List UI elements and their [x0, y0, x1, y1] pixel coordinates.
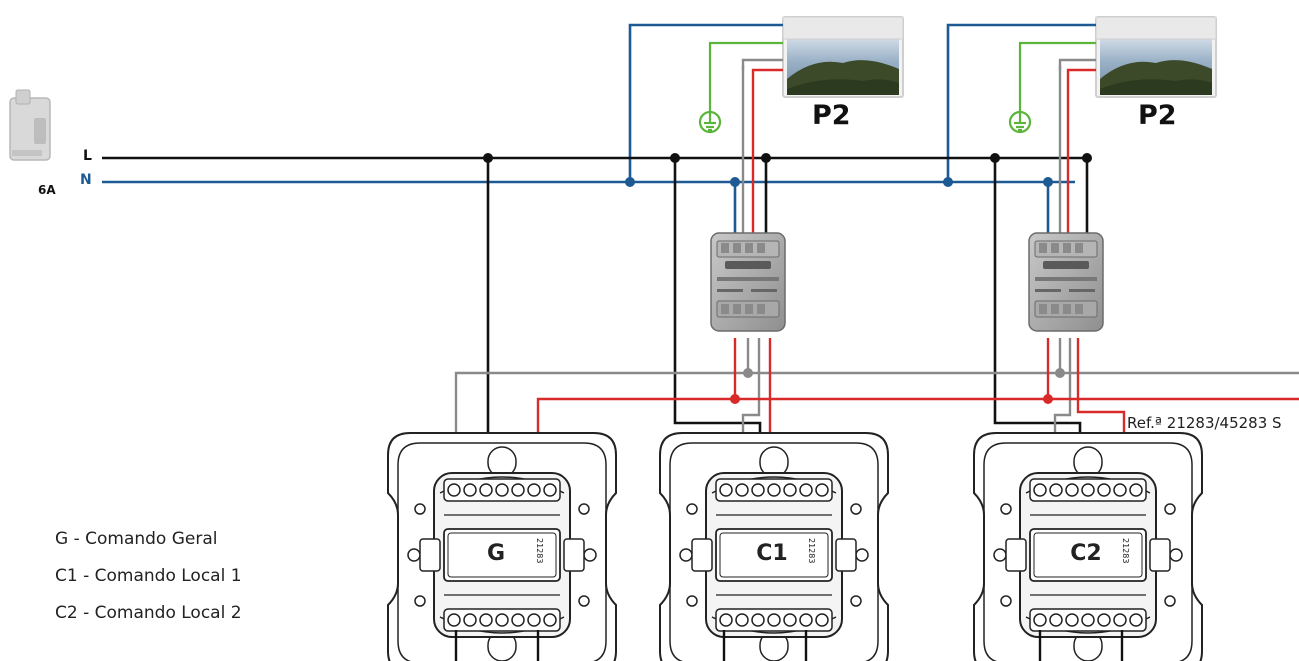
- switch-c1-model: 21283: [807, 538, 816, 563]
- reference-label: Ref.ª 21283/45283 S: [1127, 414, 1282, 432]
- switch-c2-label: C2: [1070, 541, 1101, 566]
- lamp-2-label: P2: [1138, 100, 1177, 131]
- legend: G - Comando Geral C1 - Comando Local 1 C…: [55, 521, 242, 632]
- line-label: L: [83, 148, 92, 164]
- relay-module-1-icon: [710, 232, 786, 332]
- circuit-breaker-icon: [9, 89, 51, 161]
- red-wires: [536, 68, 1299, 470]
- neutral-label: N: [80, 172, 92, 188]
- lamp-1-icon: [782, 16, 904, 98]
- switch-c2-model: 21283: [1121, 538, 1130, 563]
- legend-item-local1: C1 - Comando Local 1: [55, 566, 242, 586]
- switch-g-model: 21283: [535, 538, 544, 563]
- earth-2-icon: [1008, 110, 1032, 134]
- switch-g-label: G: [487, 541, 505, 566]
- breaker-rating-label: 6A: [38, 183, 56, 197]
- legend-item-local2: C2 - Comando Local 2: [55, 603, 242, 623]
- switch-c1-label: C1: [756, 541, 787, 566]
- neutral-wires: [102, 23, 1096, 233]
- earth-wires: [708, 41, 1096, 112]
- junction-dots: [483, 153, 1092, 404]
- live-wires: [102, 156, 1089, 470]
- switch-bottom-wires: [454, 630, 1124, 661]
- earth-1-icon: [698, 110, 722, 134]
- lamp-1-label: P2: [812, 100, 851, 131]
- lamp-2-icon: [1095, 16, 1217, 98]
- relay-module-2-icon: [1028, 232, 1104, 332]
- legend-item-general: G - Comando Geral: [55, 529, 218, 549]
